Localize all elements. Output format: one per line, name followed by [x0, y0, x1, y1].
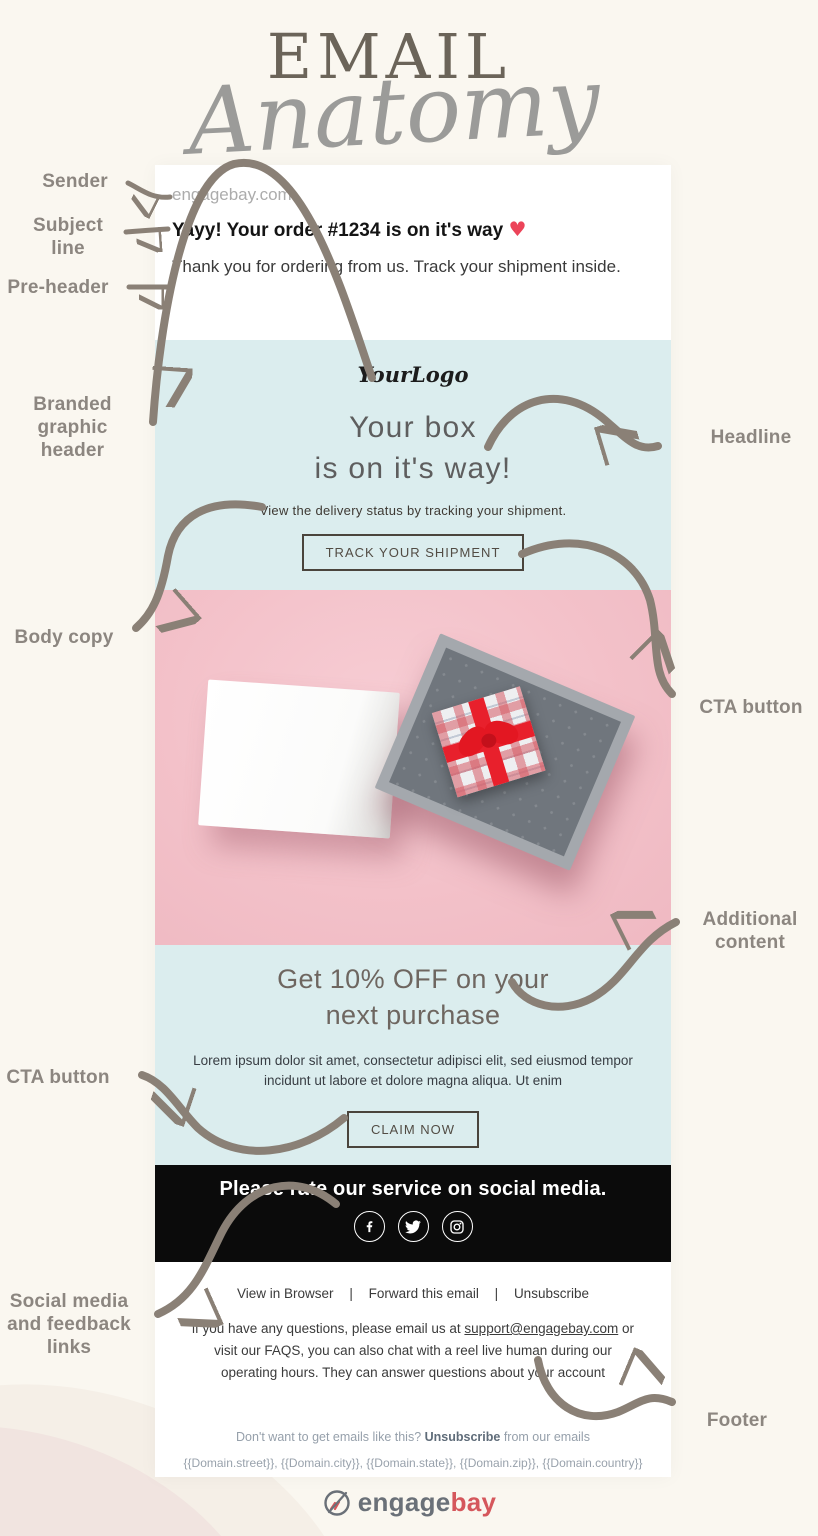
label-cta-button-right: CTA button [699, 697, 803, 718]
forward-email-link[interactable]: Forward this email [368, 1286, 479, 1301]
link-divider: | [494, 1286, 499, 1301]
label-footer: Footer [706, 1410, 768, 1431]
label-body-copy: Body copy [14, 627, 114, 648]
track-shipment-button[interactable]: TRACK YOUR SHIPMENT [301, 534, 525, 571]
social-bar: Please rate our service on social media. [155, 1165, 671, 1262]
headline-line2: is on it's way! [314, 452, 512, 485]
email-footer: View in Browser | Forward this email | U… [155, 1262, 671, 1477]
label-pre-header: Pre-header [7, 277, 109, 298]
offer-title: Get 10% OFF on your next purchase [155, 945, 671, 1033]
subject-text: Yayy! Your order #1234 is on it's way [172, 220, 504, 241]
your-logo: YourLogo [357, 362, 469, 387]
facebook-icon[interactable] [353, 1211, 385, 1242]
label-subject-line: Subject line [32, 215, 104, 259]
social-icons-row [155, 1211, 671, 1242]
preheader-text: Thank you for ordering from us. Track yo… [172, 257, 621, 276]
engagebay-logo-icon [324, 1489, 350, 1516]
label-headline: Headline [710, 427, 792, 448]
footer-links-row: View in Browser | Forward this email | U… [155, 1262, 671, 1301]
engagebay-logo[interactable]: engagebay [0, 1487, 818, 1518]
unsubscribe-bold-link[interactable]: Unsubscribe [424, 1430, 501, 1444]
support-paragraph: if you have any questions, please email … [191, 1318, 635, 1384]
label-social-media-links: Social media and feedback links [7, 1291, 131, 1358]
support-text-post: or visit our FAQS, you can also chat wit… [214, 1321, 634, 1380]
unsubscribe-row: Don't want to get emails like this? Unsu… [155, 1430, 671, 1444]
view-in-browser-link[interactable]: View in Browser [237, 1286, 334, 1301]
hero-photo [155, 590, 671, 945]
social-heading: Please rate our service on social media. [219, 1178, 607, 1200]
link-divider: | [349, 1286, 353, 1301]
brand-bay-text: bay [450, 1487, 497, 1517]
infographic-title: EMAIL [266, 20, 512, 93]
brand-engage-text: engage [357, 1487, 451, 1517]
heart-emoji-icon: ♥ [508, 217, 527, 241]
address-merge-fields: {{Domain.street}}, {{Domain.city}}, {{Do… [183, 1456, 643, 1470]
branded-header-section: YourLogo Your box is on it's way! View t… [155, 340, 671, 590]
support-text-pre: if you have any questions, please email … [192, 1321, 465, 1336]
email-mockup: engagebay.com Yayy! Your order #1234 is … [155, 165, 671, 1477]
email-inbox-header: engagebay.com Yayy! Your order #1234 is … [155, 165, 671, 340]
tracking-note: View the delivery status by tracking you… [259, 503, 567, 518]
offer-body-text: Lorem ipsum dolor sit amet, consectetur … [193, 1053, 633, 1088]
unsubscribe-link[interactable]: Unsubscribe [513, 1286, 589, 1301]
open-box-image [374, 633, 636, 871]
email-headline: Your box is on it's way! [155, 407, 671, 489]
sender-address: engagebay.com [172, 185, 292, 204]
unsubscribe-pre-text: Don't want to get emails like this? [236, 1430, 425, 1444]
label-sender: Sender [42, 171, 108, 192]
unsubscribe-post-text: from our emails [500, 1430, 590, 1444]
claim-now-button[interactable]: CLAIM NOW [346, 1111, 480, 1148]
support-email-link[interactable]: support@engagebay.com [464, 1321, 619, 1336]
subject-line: Yayy! Your order #1234 is on it's way ♥ [172, 217, 671, 242]
label-branded-graphic-header: Branded graphic header [33, 394, 112, 461]
twitter-icon[interactable] [397, 1211, 429, 1242]
headline-line1: Your box [349, 411, 477, 444]
label-cta-button-left: CTA button [6, 1067, 110, 1088]
gift-with-bow [431, 686, 546, 798]
offer-section: Get 10% OFF on your next purchase Lorem … [155, 945, 671, 1165]
engagebay-wordmark: engagebay [358, 1487, 497, 1518]
box-lid-image [198, 679, 400, 839]
label-additional-content: Additional content [702, 909, 798, 953]
open-box-interior [389, 647, 621, 857]
instagram-icon[interactable] [441, 1211, 473, 1242]
offer-title-line1: Get 10% OFF on your [277, 964, 549, 994]
offer-title-line2: next purchase [325, 1000, 501, 1030]
